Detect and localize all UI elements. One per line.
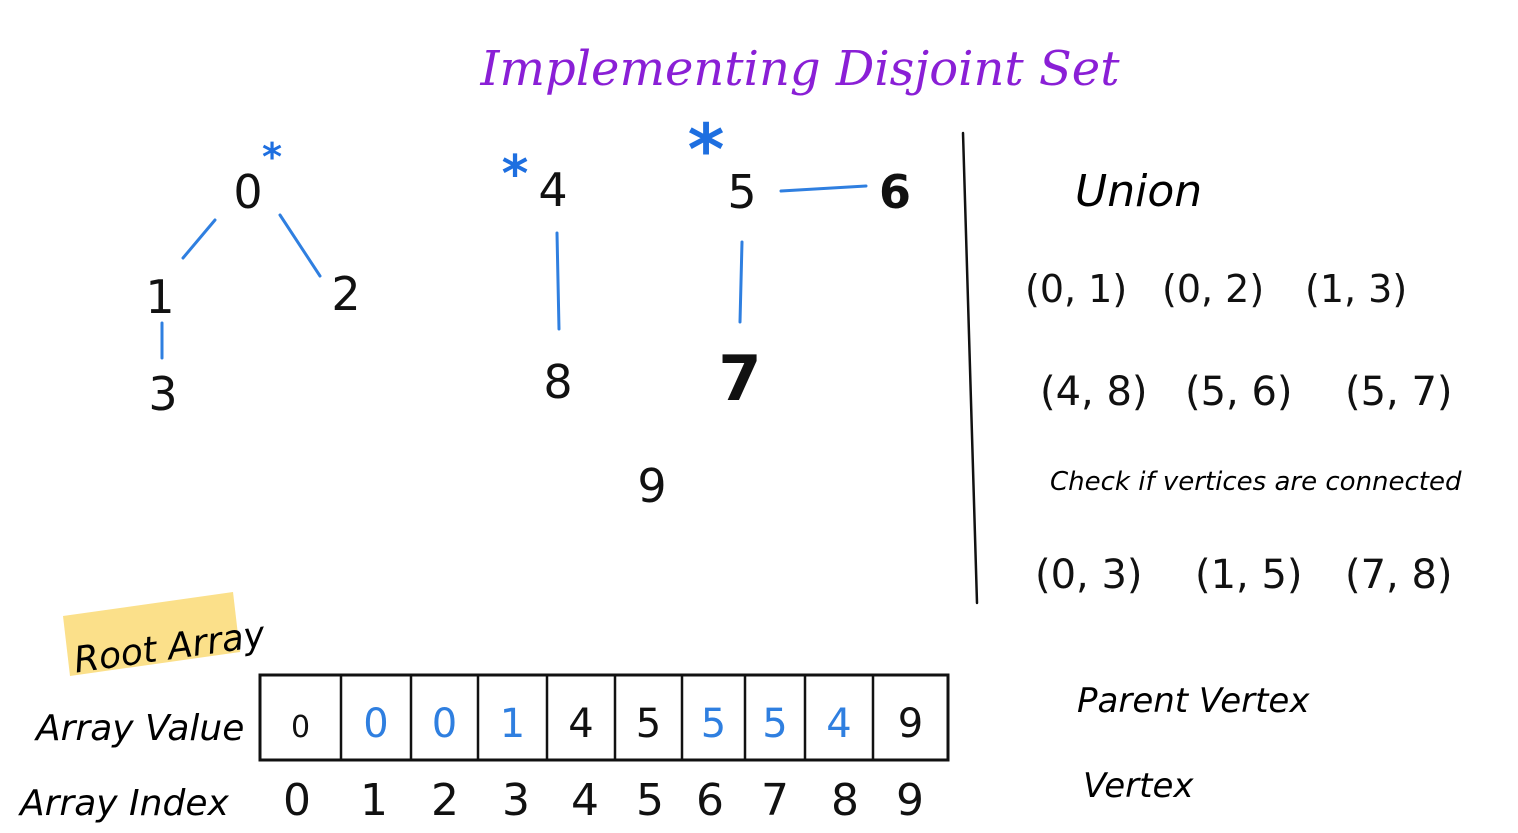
parent-vertex-label: Parent Vertex <box>1077 681 1310 721</box>
root-array-border <box>258 673 950 762</box>
graph-edge-0-2 <box>278 213 322 278</box>
array-index-cell: 1 <box>360 775 388 826</box>
pair-2: (1, 3) <box>1305 267 1407 311</box>
array-value-cell: 5 <box>762 701 787 747</box>
root-marker-0-icon: * <box>262 135 282 180</box>
array-index-cell: 8 <box>831 775 859 826</box>
array-value-cell: 0 <box>432 701 457 747</box>
check-pairs: (0, 3) (1, 5) (7, 8) <box>1035 552 1453 598</box>
graph-node-3: 3 <box>148 367 177 421</box>
root-marker-4-icon: * <box>502 144 529 204</box>
graph-node-2: 2 <box>331 267 360 321</box>
graph-node-0: 0 <box>233 165 262 219</box>
pair-2: (5, 7) <box>1345 369 1453 415</box>
array-index-label: Array Index <box>18 783 229 824</box>
union-row-2: (4, 8) (5, 6) (5, 7) <box>1040 369 1453 415</box>
check-heading: Check if vertices are connected <box>1050 467 1462 497</box>
array-value-cell: 0 <box>363 701 388 747</box>
array-value-cell: 4 <box>826 701 851 747</box>
root-array-label-group: Root Array <box>63 592 268 682</box>
array-index-cell: 0 <box>283 775 311 826</box>
graph-node-7: 7 <box>718 342 761 415</box>
pair-1: (0, 2) <box>1162 267 1264 311</box>
array-value-cell: 4 <box>568 701 593 747</box>
pair-0: (0, 1) <box>1025 267 1127 311</box>
array-index-cell: 7 <box>761 775 789 826</box>
graph-edge-5-7 <box>738 240 744 324</box>
array-value-cell: 5 <box>701 701 726 747</box>
array-value-cell: 9 <box>898 701 923 747</box>
vertex-label: Vertex <box>1083 766 1194 806</box>
union-heading: Union <box>1075 166 1202 217</box>
array-value-cell: 0 <box>291 710 310 745</box>
array-index-cell: 3 <box>502 775 530 826</box>
root-array-highlight <box>63 592 240 676</box>
array-value-cell: 5 <box>636 701 661 747</box>
union-row-1: (0, 1) (0, 2) (1, 3) <box>1025 267 1407 311</box>
pair-2: (7, 8) <box>1345 552 1453 598</box>
graph-root-markers: * * * <box>262 109 724 204</box>
array-index-cell: 9 <box>896 775 924 826</box>
array-index-cell: 4 <box>571 775 599 826</box>
graph-edges <box>160 184 868 360</box>
graph-edge-5-6 <box>779 184 868 193</box>
graph-node-9: 9 <box>637 459 666 513</box>
pair-1: (1, 5) <box>1195 552 1303 598</box>
graph-nodes: 0 1 2 3 4 5 6 7 8 9 <box>145 163 911 513</box>
graph-edge-0-1 <box>181 218 217 260</box>
root-marker-5-icon: * <box>688 109 725 191</box>
array-value-label: Array Value <box>34 708 244 749</box>
array-index-cell: 2 <box>431 775 459 826</box>
pair-0: (4, 8) <box>1040 369 1148 415</box>
graph-node-1: 1 <box>145 270 174 324</box>
array-index-cell: 5 <box>636 775 664 826</box>
section-divider <box>961 131 979 605</box>
page-title: Implementing Disjoint Set <box>480 41 1121 97</box>
graph-node-6: 6 <box>879 165 911 219</box>
pair-1: (5, 6) <box>1185 369 1293 415</box>
array-value-cell: 1 <box>500 701 525 747</box>
pair-0: (0, 3) <box>1035 552 1143 598</box>
graph-node-4: 4 <box>538 163 567 217</box>
graph-node-8: 8 <box>543 355 572 409</box>
graph-node-5: 5 <box>727 165 756 219</box>
graph-edge-4-8 <box>555 231 561 331</box>
array-index-cell: 6 <box>696 775 724 826</box>
